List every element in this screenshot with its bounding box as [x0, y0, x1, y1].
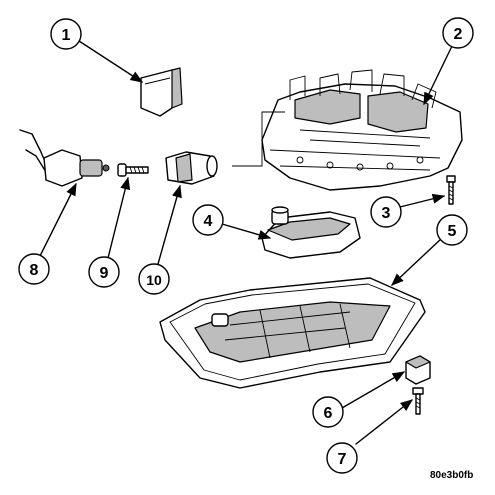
callout-1: 1: [50, 18, 82, 50]
callout-8: 8: [18, 253, 50, 285]
callout-number: 6: [324, 405, 333, 422]
callout-number: 2: [454, 26, 463, 43]
callout-number: 4: [204, 213, 213, 230]
callout-6: 6: [312, 396, 344, 428]
callout-4: 4: [192, 204, 224, 236]
callout-9: 9: [88, 256, 120, 288]
callout-number: 9: [100, 265, 109, 282]
callout-2: 2: [442, 17, 474, 49]
figure-reference-code: 80e3b0fb: [430, 470, 474, 481]
leader-lines: [39, 40, 453, 445]
callout-number: 5: [448, 223, 457, 240]
part-9-bolt: [117, 163, 149, 177]
part-10-adapter: [165, 111, 285, 185]
callout-7: 7: [326, 442, 358, 474]
callout-3: 3: [370, 196, 402, 228]
callout-10: 10: [138, 263, 170, 295]
part-8-connector: [19, 129, 110, 187]
callout-number: 8: [30, 262, 39, 279]
callout-number: 1: [62, 27, 71, 44]
callout-number: 3: [382, 205, 391, 222]
part-1-cover-plate: [140, 67, 183, 117]
part-6-spacer: [405, 355, 431, 385]
callout-number: 10: [146, 272, 162, 288]
callout-number: 7: [338, 451, 347, 468]
part-3-bolt: [446, 175, 456, 205]
callout-5: 5: [436, 214, 468, 246]
part-7-bolt: [412, 387, 424, 415]
part-2-valve-body: [261, 69, 463, 191]
part-4-filter: [261, 206, 361, 259]
part-5-oil-pan: [159, 277, 426, 389]
